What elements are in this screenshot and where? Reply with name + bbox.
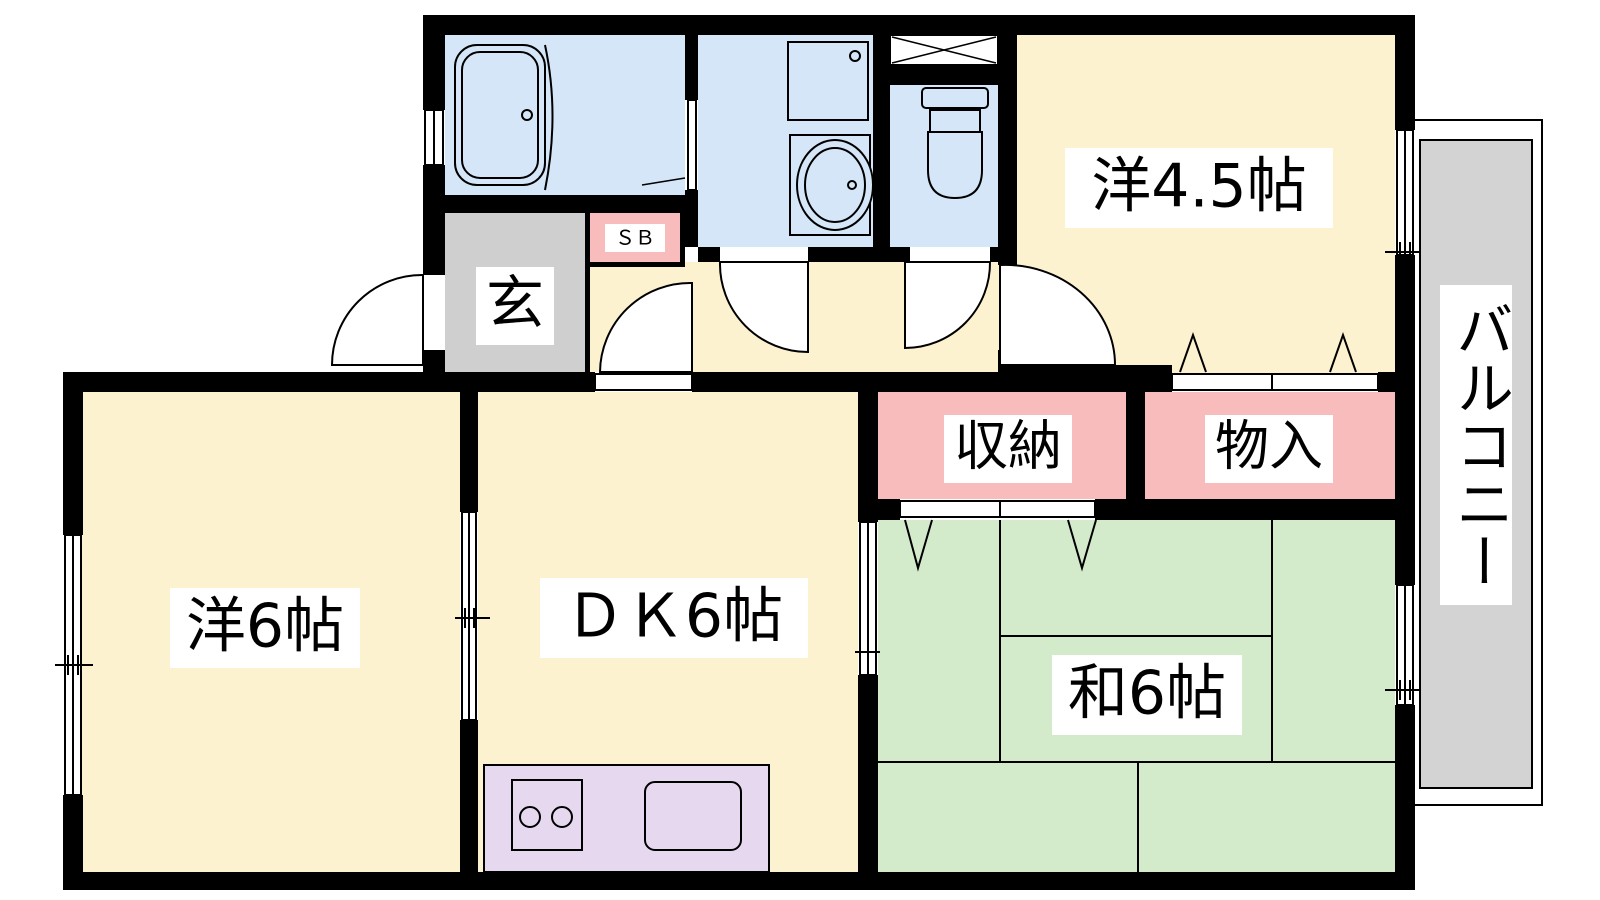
wash-basin — [789, 134, 874, 236]
western-small-room-label: 洋4.5帖 — [1091, 152, 1306, 222]
bath-door-arrow — [641, 177, 686, 186]
tatami-lines — [878, 520, 1395, 872]
sliding-doors — [455, 331, 1379, 721]
bathtub — [454, 44, 554, 191]
kitchen-counter — [483, 764, 770, 873]
japanese-room-label: 和6帖 — [1068, 659, 1226, 729]
balcony-label: バルコニー — [1446, 300, 1514, 590]
toilet — [921, 87, 989, 200]
windows — [55, 109, 1420, 796]
entrance-label: 玄 — [486, 269, 544, 337]
closet-label: 物入 — [1215, 415, 1323, 478]
washing-machine — [787, 41, 869, 121]
walls — [63, 15, 1415, 890]
swing-doors — [330, 99, 1117, 373]
shoe-box-label: ＳＢ — [615, 226, 655, 250]
dining-kitchen-label: ＤＫ6帖 — [565, 582, 783, 652]
storage-label: 収納 — [954, 415, 1062, 478]
western-large-room-label: 洋6帖 — [186, 592, 344, 662]
